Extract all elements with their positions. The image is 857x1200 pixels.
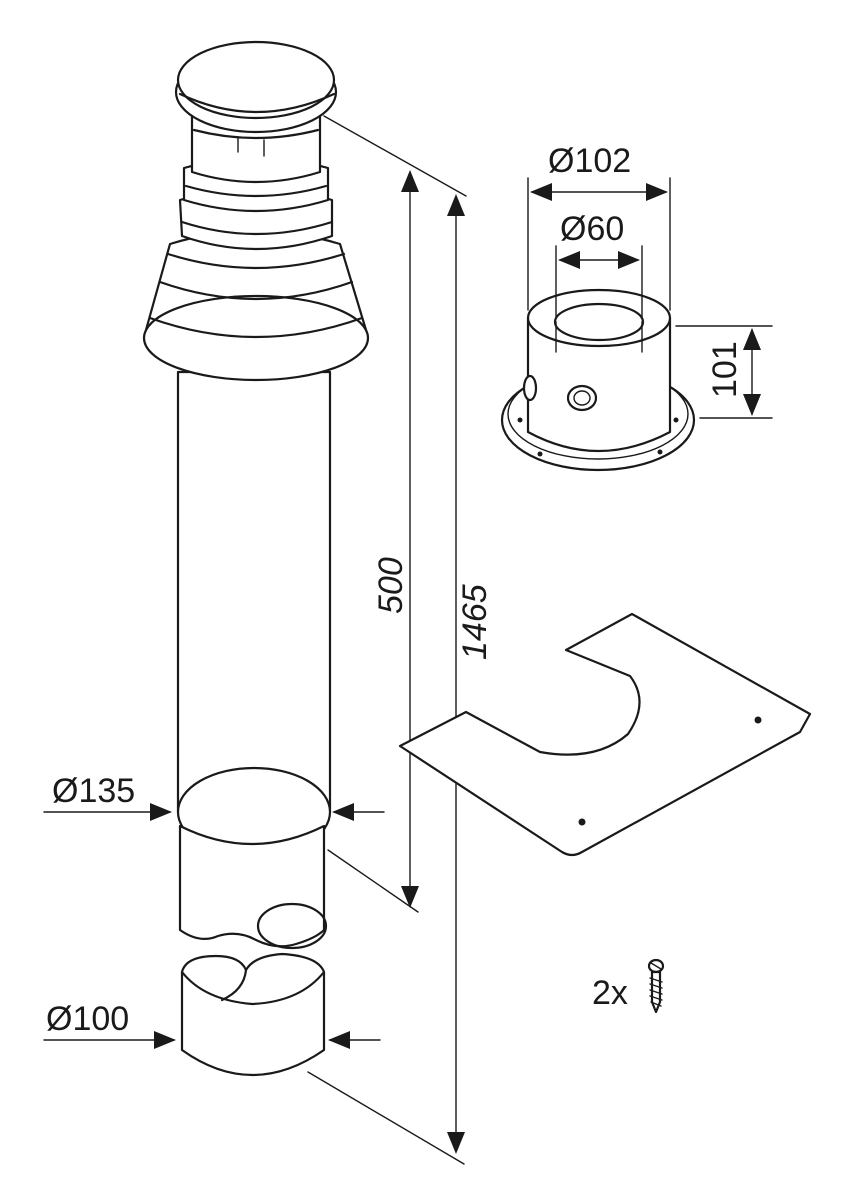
dimension-101-label: 101 (706, 341, 744, 398)
dimension-135-label: Ø135 (52, 772, 135, 810)
inner-pipe-section (178, 824, 328, 950)
flashing-plate-outline (398, 612, 812, 857)
collar-inner-opening (553, 302, 645, 342)
dimension-101: 101 (675, 325, 773, 419)
inner-pipe-lower (178, 824, 326, 948)
dimension-102: Ø102 (527, 142, 671, 311)
dimension-100: Ø100 (43, 1000, 381, 1049)
screw-accessory: 2x (592, 958, 665, 1014)
collar-side-hole-left (522, 374, 538, 402)
dimension-60-label: Ø60 (560, 210, 624, 248)
pipe-piece-100 (180, 952, 326, 1076)
screw-icon (647, 958, 665, 1014)
dimension-60: Ø60 (555, 210, 643, 319)
collar-body (526, 316, 672, 452)
dimension-135: Ø135 (43, 772, 385, 821)
dimension-1465-label: 1465 (456, 584, 494, 660)
collar-adapter (500, 288, 696, 472)
dimension-102-label: Ø102 (548, 142, 631, 180)
pipe-body (176, 370, 332, 814)
dimension-100-label: Ø100 (46, 1000, 129, 1038)
pipe-terminal-cap-top (176, 40, 336, 120)
collar-side-hole-front (566, 384, 598, 412)
screw-quantity-label: 2x (592, 974, 628, 1012)
flashing-plate (398, 612, 812, 857)
dimension-500: 500 (323, 115, 467, 913)
dimension-1465: 1465 (307, 194, 494, 1165)
flue-pipe (142, 40, 370, 858)
pipe-piece-top (180, 952, 326, 1006)
dimension-500-label: 500 (372, 557, 410, 614)
